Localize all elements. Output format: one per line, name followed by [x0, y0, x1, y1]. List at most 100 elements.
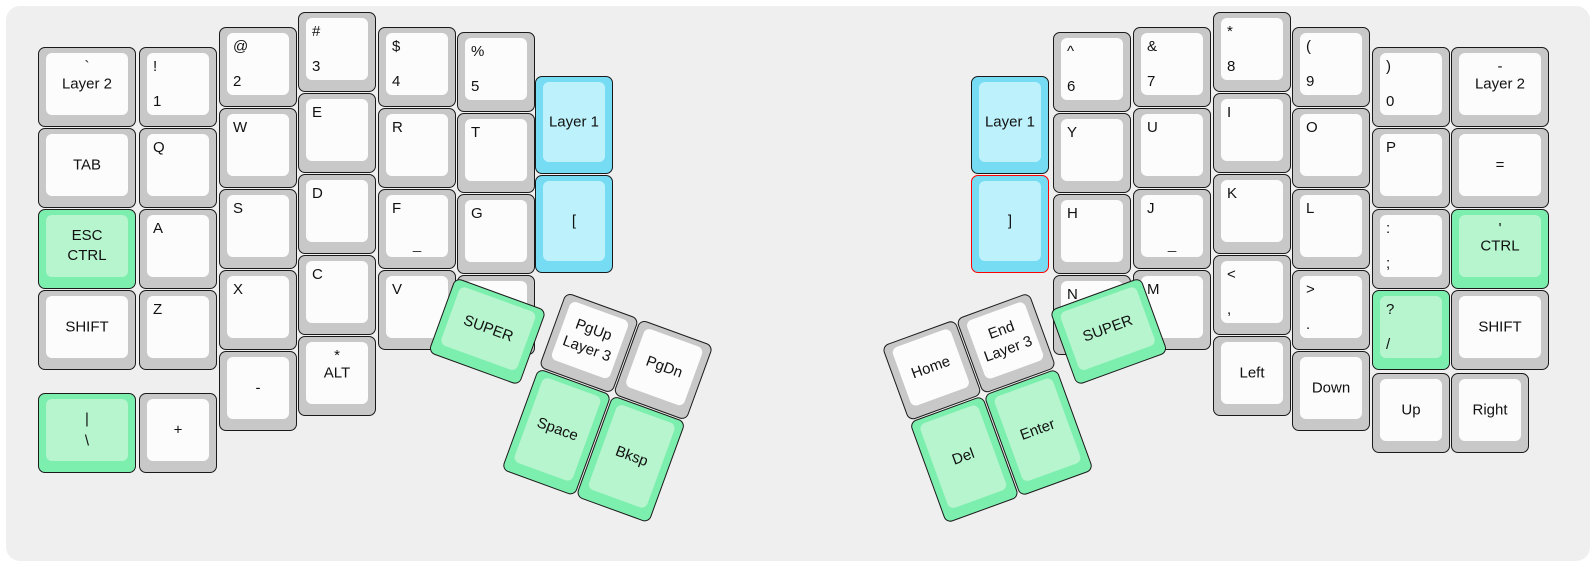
legend-top-left: > [1306, 281, 1315, 298]
legend-top-left: E [312, 104, 323, 121]
keycap-surface: >. [1300, 276, 1362, 338]
legend-bottom-left: . [1306, 316, 1311, 333]
homing-bar-icon: _ [1167, 236, 1177, 253]
keycap-surface: Layer 1 [543, 82, 605, 162]
legend-top-left: # [312, 23, 321, 40]
key-l-c2-r3[interactable]: A [139, 209, 217, 289]
key-l-c1-r3[interactable]: ESC CTRL [38, 209, 136, 289]
legend-top-left: Q [153, 139, 165, 156]
key-r-c3-r2[interactable]: I [1213, 93, 1291, 173]
key-r-c5-r5[interactable]: Up [1372, 373, 1450, 453]
key-l-c4-r4[interactable]: C [298, 255, 376, 335]
key-r-c0-r1[interactable]: Layer 1 [971, 76, 1049, 174]
key-l-c6-r1[interactable]: %5 [457, 32, 535, 112]
key-l-c3-r4[interactable]: X [219, 270, 297, 350]
key-l-c2-r4[interactable]: Z [139, 290, 217, 370]
key-l-c7-r1[interactable]: Layer 1 [535, 76, 613, 174]
key-l-c5-r1[interactable]: $4 [378, 27, 456, 107]
legend-top-left: @ [233, 38, 249, 55]
legend-top-left: I [1227, 104, 1232, 121]
legend-top-center: - [1497, 58, 1503, 75]
key-r-c4-r5[interactable]: Down [1292, 351, 1370, 431]
key-r-c2-r1[interactable]: &7 [1133, 27, 1211, 107]
legend-top-left: H [1067, 205, 1078, 222]
key-l-c6-r3[interactable]: G [457, 194, 535, 274]
key-l-c5-r2[interactable]: R [378, 108, 456, 188]
keycap-surface: X [227, 276, 289, 338]
keycap-surface: $4 [386, 33, 448, 95]
key-l-c3-r2[interactable]: W [219, 108, 297, 188]
key-l-c4-r3[interactable]: D [298, 174, 376, 254]
key-r-c6-r5[interactable]: Right [1451, 373, 1529, 453]
legend-top-left: F [392, 200, 402, 217]
keycap-surface: J_ [1141, 195, 1203, 257]
key-r-c4-r4[interactable]: >. [1292, 270, 1370, 350]
keycap-surface: P [1380, 134, 1442, 196]
key-r-c3-r1[interactable]: *8 [1213, 12, 1291, 92]
key-l-c7-r2[interactable]: [ [535, 175, 613, 273]
keycap-surface: )0 [1380, 53, 1442, 115]
key-r-c5-r3[interactable]: :; [1372, 209, 1450, 289]
key-r-c6-r2[interactable]: = [1451, 128, 1549, 208]
key-l-c1-r4[interactable]: SHIFT [38, 290, 136, 370]
legend-top-left: < [1227, 266, 1236, 283]
key-l-c2-r1[interactable]: !1 [139, 47, 217, 127]
key-r-c5-r4[interactable]: ?/ [1372, 290, 1450, 370]
key-r-c0-r2[interactable]: ] [971, 175, 1049, 273]
legend-top-left: & [1147, 38, 1158, 55]
key-r-c6-r4[interactable]: SHIFT [1451, 290, 1549, 370]
key-l-c2-r5[interactable]: + [139, 393, 217, 473]
keycap-surface: %5 [465, 38, 527, 100]
legend-top-left: % [471, 43, 485, 60]
key-r-c1-r3[interactable]: H [1053, 194, 1131, 274]
legend-bottom-left: / [1386, 336, 1391, 353]
key-r-c5-r1[interactable]: )0 [1372, 47, 1450, 127]
legend-bottom-left: 3 [312, 58, 321, 75]
key-l-c1-r5[interactable]: | \ [38, 393, 136, 473]
keycap-surface: `Layer 2 [46, 53, 128, 115]
key-l-c6-r2[interactable]: T [457, 113, 535, 193]
legend-top-center: * [334, 347, 340, 364]
key-l-c1-r2[interactable]: TAB [38, 128, 136, 208]
key-l-c4-r5[interactable]: *ALT [298, 336, 376, 416]
legend-bottom-left: 0 [1386, 93, 1395, 110]
key-l-c1-r1[interactable]: `Layer 2 [38, 47, 136, 127]
key-r-c3-r5[interactable]: Left [1213, 336, 1291, 416]
legend-bottom-left: 9 [1306, 73, 1315, 90]
key-r-c2-r2[interactable]: U [1133, 108, 1211, 188]
legend-center: ALT [323, 364, 351, 382]
keycap-surface: (9 [1300, 33, 1362, 95]
key-l-c3-r1[interactable]: @2 [219, 27, 297, 107]
key-r-c3-r3[interactable]: K [1213, 174, 1291, 254]
key-r-c6-r1[interactable]: -Layer 2 [1451, 47, 1549, 127]
legend-center: CTRL [1480, 237, 1520, 255]
keycap-surface: !1 [147, 53, 209, 115]
key-r-c2-r3[interactable]: J_ [1133, 189, 1211, 269]
legend-bottom-left: 2 [233, 73, 242, 90]
key-l-c4-r1[interactable]: #3 [298, 12, 376, 92]
legend-bottom-left: 1 [153, 93, 162, 110]
key-r-c1-r2[interactable]: Y [1053, 113, 1131, 193]
legend-top-left: P [1386, 139, 1397, 156]
legend-center: Del [949, 444, 977, 469]
key-l-c3-r3[interactable]: S [219, 189, 297, 269]
key-l-c2-r2[interactable]: Q [139, 128, 217, 208]
key-l-c3-r5[interactable]: - [219, 351, 297, 431]
legend-bottom-left: , [1227, 301, 1232, 318]
key-r-c6-r3[interactable]: 'CTRL [1451, 209, 1549, 289]
key-r-c1-r1[interactable]: ^6 [1053, 32, 1131, 112]
key-r-c4-r3[interactable]: L [1292, 189, 1370, 269]
keycap-surface: ?/ [1380, 296, 1442, 358]
legend-top-left: J [1147, 200, 1155, 217]
keycap-surface: - [227, 357, 289, 419]
key-r-c5-r2[interactable]: P [1372, 128, 1450, 208]
key-l-c5-r3[interactable]: F_ [378, 189, 456, 269]
legend-top-left: T [471, 124, 481, 141]
key-r-c4-r2[interactable]: O [1292, 108, 1370, 188]
legend-top-left: G [471, 205, 483, 222]
key-r-c4-r1[interactable]: (9 [1292, 27, 1370, 107]
key-r-c3-r4[interactable]: <, [1213, 255, 1291, 335]
legend-top-left: S [233, 200, 244, 217]
keycap-surface: ^6 [1061, 38, 1123, 100]
key-l-c4-r2[interactable]: E [298, 93, 376, 173]
